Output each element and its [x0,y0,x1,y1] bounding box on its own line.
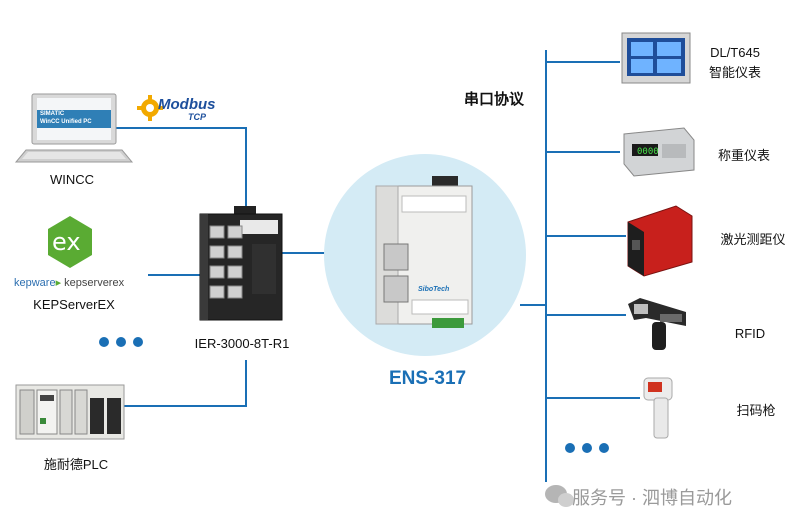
switch-label: IER-3000-8T-R1 [194,336,290,351]
kepserver-label: KEPServerEX [33,297,115,312]
watermark-text: 服务号 · 泗博自动化 [572,488,732,508]
device-3-label: 激光测距仪 [720,232,786,247]
modbus-logo-word: Modbus [158,96,216,113]
line-plc [122,360,247,407]
serial-protocol-label: 串口协议 [464,91,525,108]
kepserverex-text: kepserverex [64,277,125,289]
kepserver-logo-text: ex [52,228,81,256]
kepserver-brand: kepware▸ kepserverex [14,277,125,289]
line-wincc [112,127,247,212]
kepware-text: kepware [14,277,56,289]
device-2-label: 称重仪表 [717,148,771,163]
plc-label: 施耐德PLC [43,457,109,472]
device-5-label: 扫码枪 [736,403,776,418]
gateway-label: ENS-317 [389,368,467,389]
device-1-label-line1: DL/T645 [710,45,760,60]
wincc-screen-line1: SIMATIC [40,111,65,117]
svg-text:0000: 0000 [637,147,659,157]
wincc-screen-line2: WinCC Unified PC [40,119,92,125]
gateway-brand: SiboTech [418,286,450,293]
device-1-label-line2: 智能仪表 [708,65,762,80]
device-4-label: RFID [734,326,766,341]
wincc-label: WINCC [49,172,95,187]
modbus-logo-sub: TCP [188,112,206,122]
